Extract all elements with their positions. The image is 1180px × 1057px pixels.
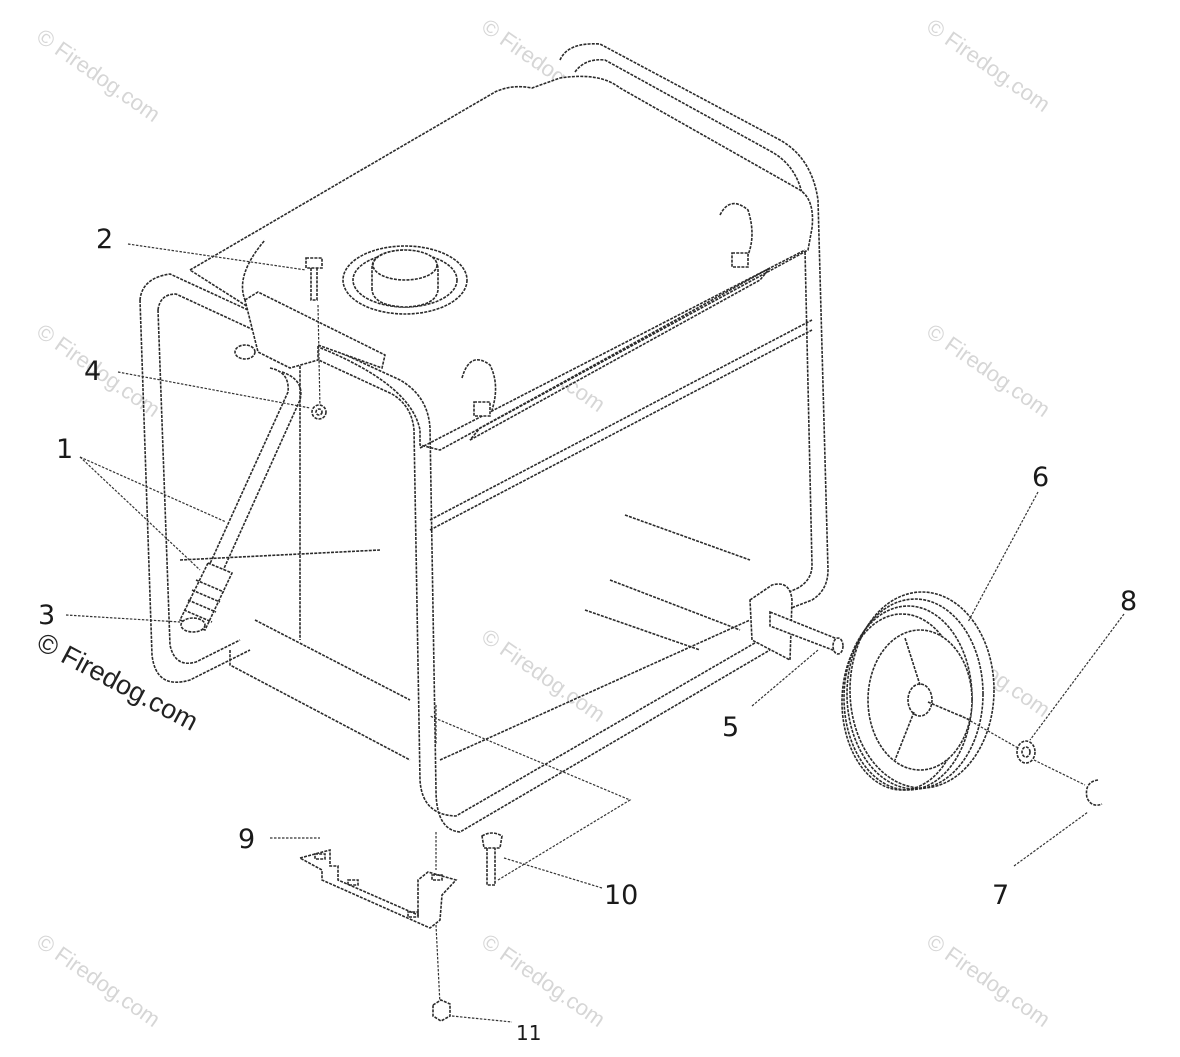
handle-bracket-end [234, 344, 256, 360]
callout-leader [751, 649, 819, 707]
watermark: © Firedog.com [922, 319, 1055, 422]
bracket-leader [435, 924, 441, 1006]
washer [1016, 740, 1086, 786]
nut [311, 404, 327, 420]
fuel-cap [342, 245, 468, 315]
engine-body [609, 579, 741, 631]
callout-leader [79, 456, 201, 571]
front-frame-leg-inner [157, 309, 241, 664]
front-frame-inner [157, 293, 761, 817]
callout-leader [1029, 613, 1125, 741]
engine-body [429, 329, 813, 531]
callout-8: 8 [1120, 586, 1137, 617]
bracket-slot [407, 911, 419, 918]
wheel [841, 591, 1019, 791]
handle-bracket [244, 291, 386, 370]
callout-6: 6 [1032, 462, 1049, 493]
watermark: © Firedog.com [32, 929, 165, 1032]
callout-leader [117, 371, 311, 409]
handle-grip [178, 561, 234, 633]
handle-bar [211, 371, 302, 596]
watermark: © Firedog.com [922, 14, 1055, 117]
engine-body [229, 650, 411, 761]
callout-3: 3 [38, 600, 55, 631]
engine-body [179, 549, 381, 561]
callout-leader [967, 491, 1039, 623]
engine-body [254, 619, 411, 701]
fuel-tank [188, 75, 814, 451]
retaining-clip [1085, 779, 1103, 806]
callout-11: 11 [516, 1021, 541, 1045]
front-frame-leg [139, 299, 251, 683]
callout-leader [127, 243, 307, 271]
callout-10: 10 [604, 880, 638, 911]
bracket-slot [431, 874, 443, 881]
bracket-slot [314, 853, 326, 860]
engine-body [624, 514, 751, 561]
bolt-leader [429, 715, 632, 881]
bolt [481, 832, 503, 886]
tank-bolts [461, 202, 753, 417]
callout-2: 2 [96, 224, 113, 255]
watermark: © Firedog.com [477, 624, 610, 727]
front-frame-outer [139, 273, 771, 833]
handle-bar [197, 367, 289, 591]
callout-leader [503, 857, 603, 889]
callout-leader [79, 456, 227, 523]
mounting-bracket [297, 848, 458, 929]
callout-leader [451, 1015, 513, 1023]
watermark: © Firedog.com [922, 929, 1055, 1032]
callout-4: 4 [84, 356, 101, 387]
callout-9: 9 [238, 824, 255, 855]
engine-body [429, 319, 813, 521]
callout-leader [65, 614, 181, 623]
engine-body [584, 609, 701, 651]
watermark: © Firedog.com [32, 24, 165, 127]
engine-body [439, 619, 751, 761]
callout-leader [1013, 811, 1089, 867]
watermark: © Firedog.com [477, 929, 610, 1032]
callout-5: 5 [722, 712, 739, 743]
tank-bracket [469, 267, 771, 441]
callout-1: 1 [56, 434, 73, 465]
callout-7: 7 [992, 880, 1009, 911]
rear-frame [559, 43, 829, 621]
nut [432, 999, 451, 1022]
bolt [305, 257, 323, 411]
bracket-slot [347, 879, 359, 886]
rear-frame-inner [574, 58, 813, 606]
axle [749, 583, 844, 662]
